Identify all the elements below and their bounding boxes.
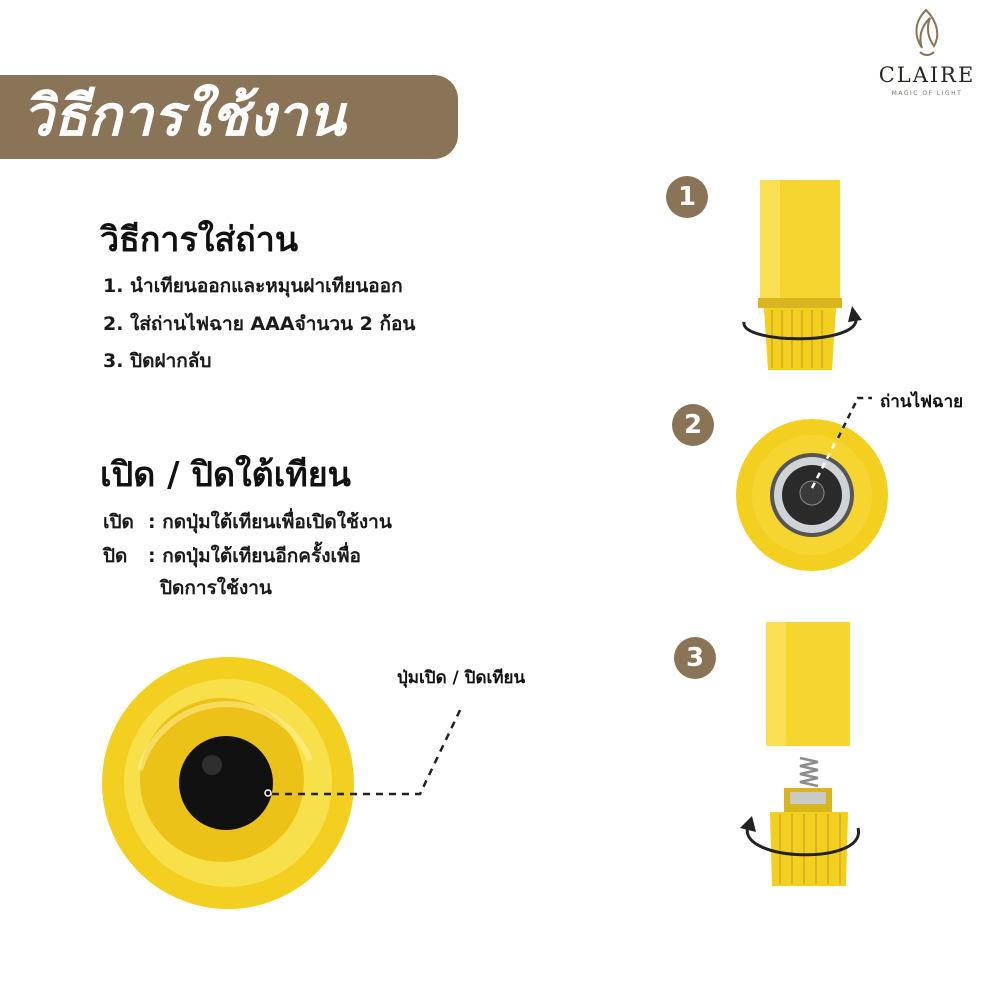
battery-section-title: วิธีการใส่ถ่าน	[100, 220, 299, 260]
off-text-line-2: ปิดการใช้งาน	[160, 577, 272, 599]
battery-step-2: 2. ใส่ถ่านไฟฉาย AAAจำนวน 2 ก้อน	[103, 313, 416, 335]
step-badge-2: 2	[672, 404, 714, 446]
page-title: วิธีการใช้งาน	[22, 84, 346, 149]
logo-flame-icon	[915, 8, 939, 56]
off-label: ปิด	[103, 545, 128, 567]
rotate-arrow-icon	[740, 816, 860, 857]
step-badge-1: 1	[666, 176, 708, 218]
on-label: เปิด	[103, 511, 134, 533]
button-callout-label: ปุ่มเปิด / ปิดเทียน	[397, 668, 526, 688]
brand-tagline: MAGIC OF LIGHT	[891, 90, 963, 97]
battery-callout-label: ถ่านไฟฉาย	[880, 392, 964, 412]
battery-step-1: 1. นำเทียนออกและหมุนฝาเทียนออก	[103, 275, 403, 297]
power-button	[179, 736, 273, 830]
brand-name: CLAIRE	[878, 63, 976, 87]
rotate-arrow-icon	[742, 306, 862, 341]
step-badge-3: 3	[674, 637, 716, 679]
off-text-line-1: : กดปุ่มใต้เทียนอีกครั้งเพื่อ	[148, 545, 361, 567]
header-banner	[0, 75, 458, 159]
switch-section-title: เปิด / ปิดใต้เทียน	[100, 455, 351, 495]
battery-step-3: 3. ปิดฝากลับ	[103, 350, 212, 372]
on-text: : กดปุ่มใต้เทียนเพื่อเปิดใช้งาน	[148, 511, 392, 533]
